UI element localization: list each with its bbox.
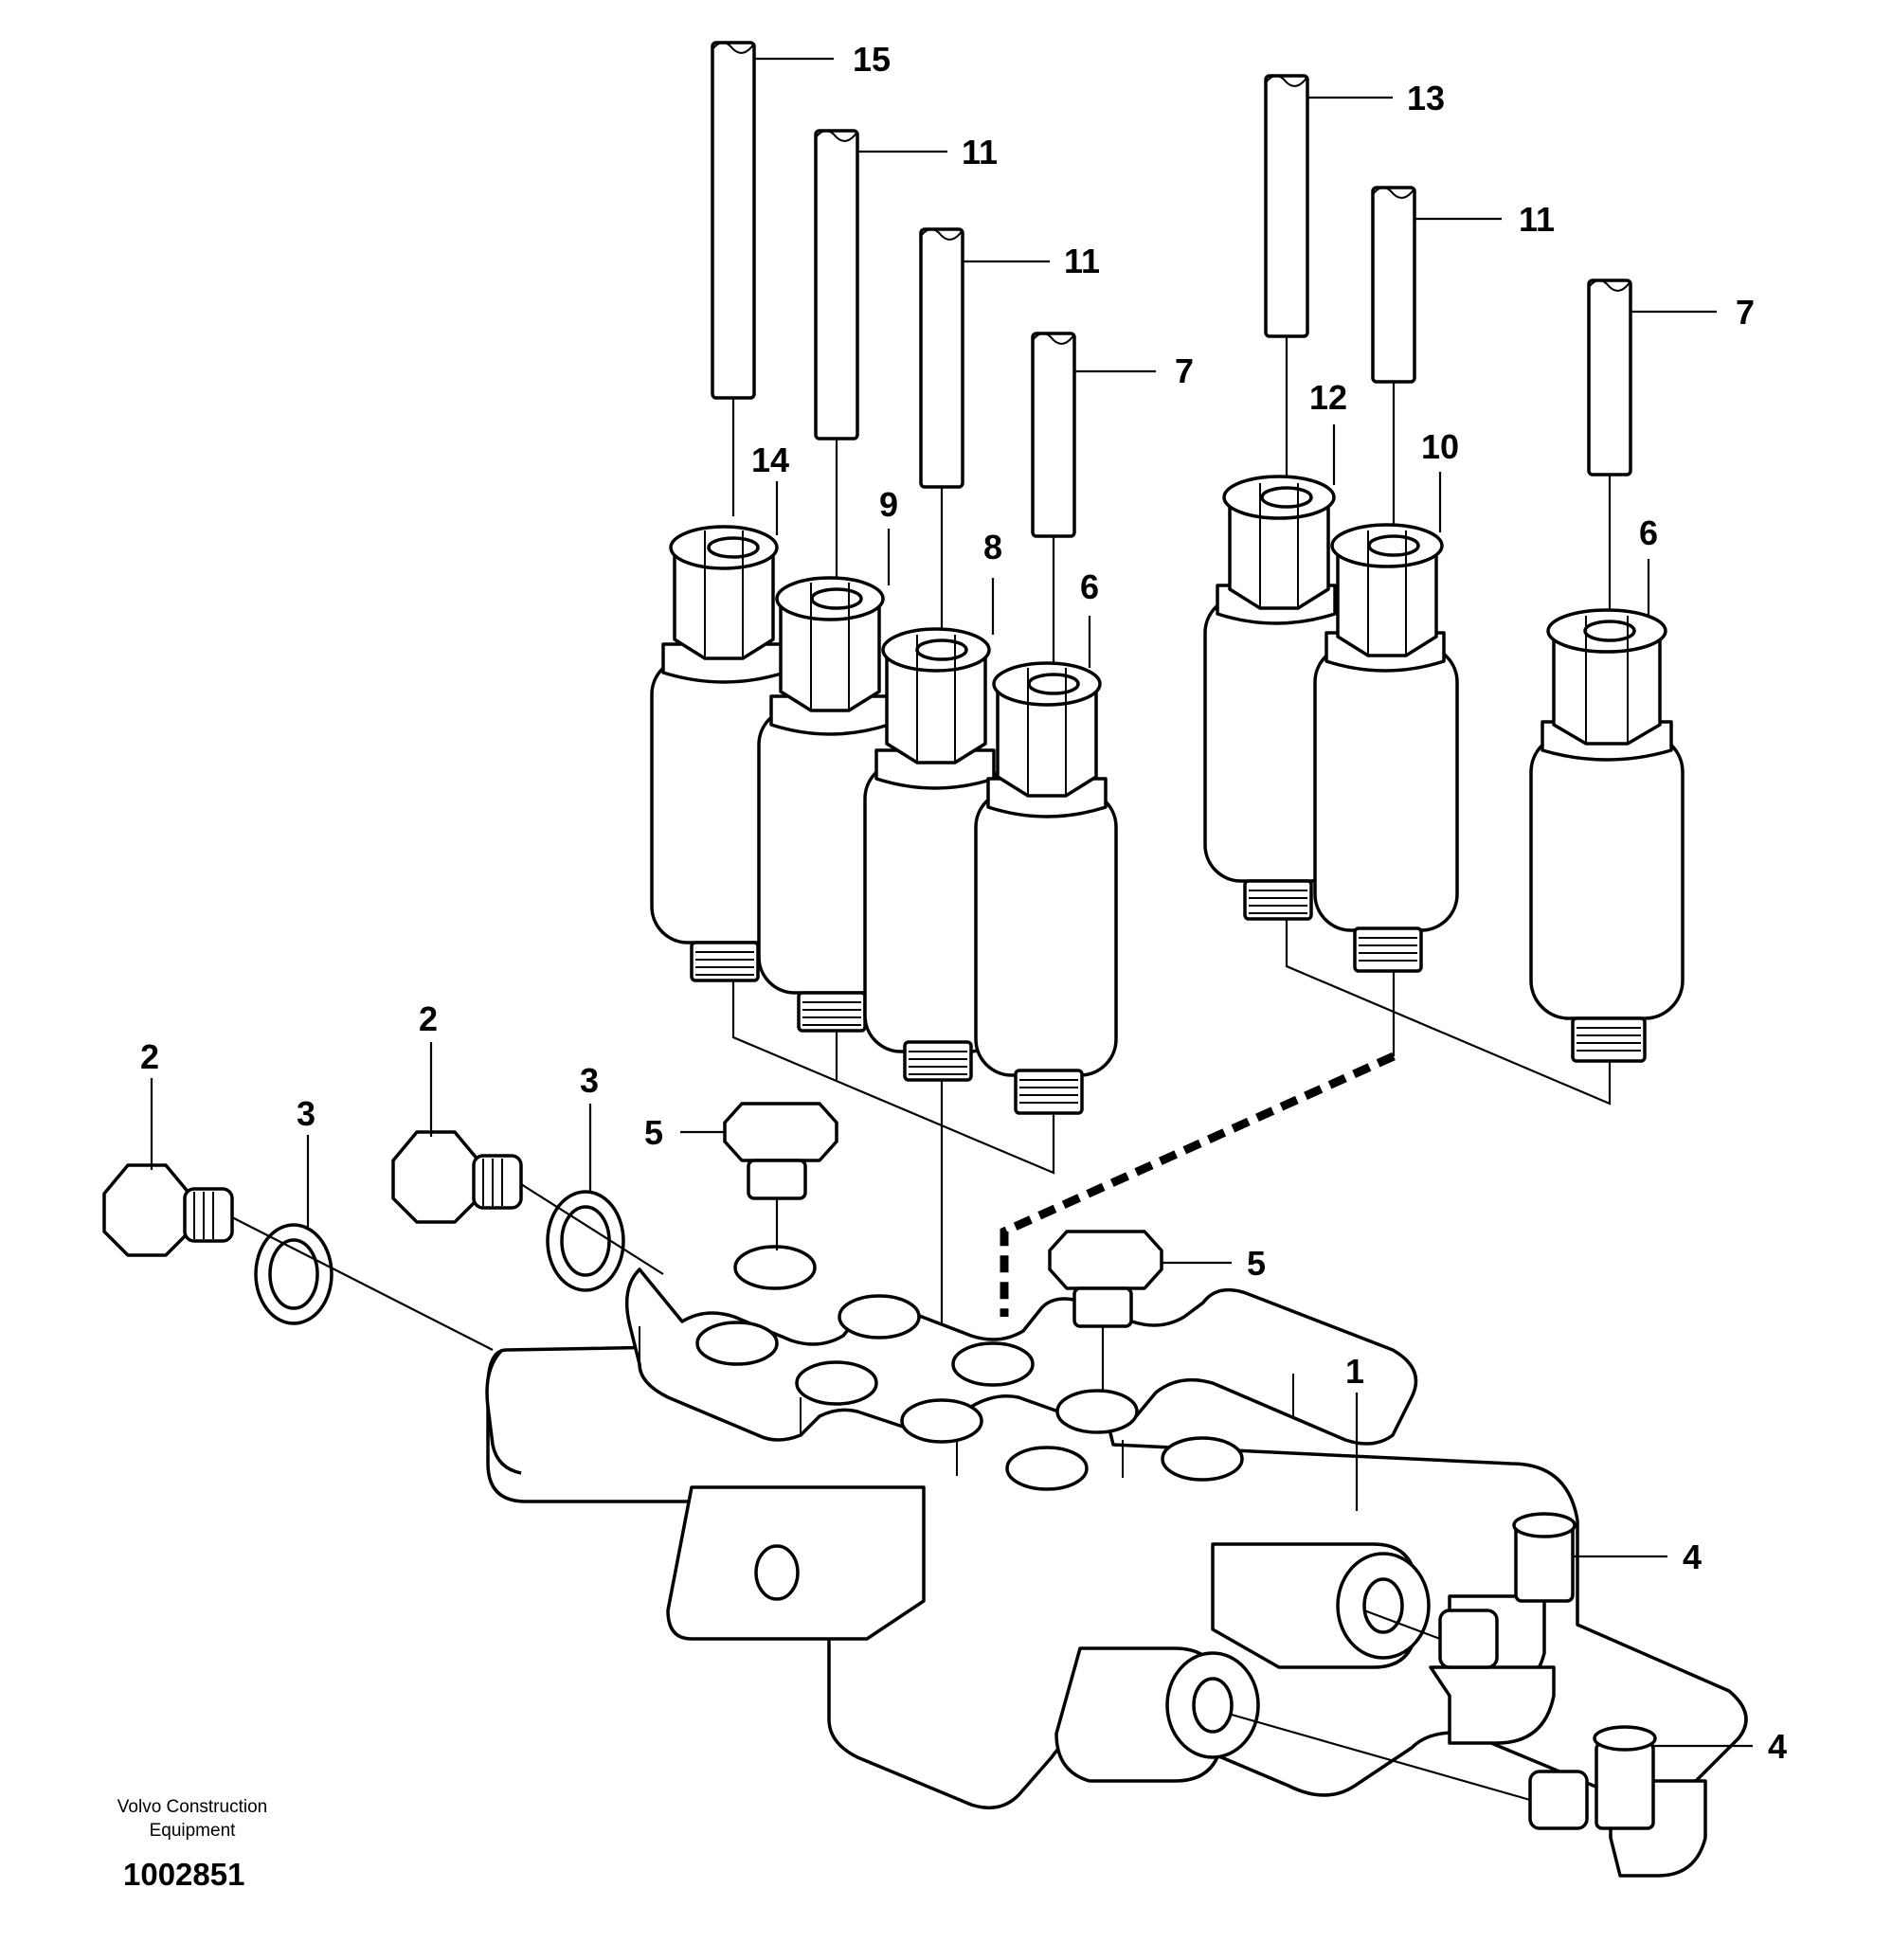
callout-9: 9 — [879, 485, 898, 524]
brand-line-1: Volvo Construction — [117, 1797, 267, 1817]
callout-5-a: 5 — [644, 1113, 663, 1152]
callout-14: 14 — [751, 441, 789, 479]
manifold-block-1 — [485, 1245, 1748, 1810]
callout-11-c: 11 — [1519, 200, 1555, 239]
callout-3-b: 3 — [580, 1061, 599, 1100]
tube-7-a — [1031, 332, 1156, 682]
valve-6-a — [974, 661, 1118, 1115]
callout-11-b: 11 — [1064, 242, 1100, 280]
callout-6-b: 6 — [1639, 513, 1658, 552]
callout-4-b: 4 — [1768, 1727, 1787, 1766]
callout-2-b: 2 — [419, 999, 438, 1038]
callout-12: 12 — [1309, 378, 1347, 417]
document-number: 1002851 — [123, 1857, 244, 1892]
tube-15 — [711, 41, 834, 516]
group-bracket-right — [1000, 919, 1612, 1317]
washer-3-a — [254, 1223, 333, 1325]
callout-7-a: 7 — [1175, 351, 1194, 390]
callout-4-a: 4 — [1683, 1537, 1702, 1576]
callout-3-a: 3 — [297, 1094, 315, 1133]
valve-6-b — [1529, 608, 1685, 1063]
tube-11-a — [814, 129, 947, 592]
plug-5-a — [723, 1102, 838, 1250]
plug-2-a — [102, 1163, 234, 1257]
tube-11-b — [919, 227, 1050, 644]
washer-3-b — [546, 1190, 625, 1292]
callout-13: 13 — [1407, 79, 1445, 117]
callout-8: 8 — [983, 528, 1002, 566]
callout-15: 15 — [853, 40, 891, 79]
callout-11-a: 11 — [962, 133, 998, 171]
plug-2-b — [391, 1130, 523, 1224]
callout-leaders — [150, 424, 1753, 1748]
brand-line-2: Equipment — [150, 1821, 237, 1841]
callout-6-a: 6 — [1080, 567, 1099, 606]
tube-11-c — [1371, 186, 1502, 545]
tube-7-b — [1587, 279, 1717, 630]
callout-5-b: 5 — [1247, 1244, 1266, 1283]
plug-5-b — [1048, 1230, 1163, 1393]
valve-10 — [1313, 523, 1459, 973]
callout-10: 10 — [1421, 427, 1459, 466]
callout-1: 1 — [1345, 1352, 1364, 1391]
valve-8 — [863, 627, 1007, 1082]
elbow-fitting-4-a — [1363, 1512, 1577, 1745]
callout-7-b: 7 — [1736, 293, 1755, 332]
plug-lead-lines — [231, 1183, 664, 1351]
callout-2-a: 2 — [140, 1037, 159, 1076]
elbow-fitting-4-b — [1231, 1713, 1707, 1878]
valve-12 — [1203, 475, 1349, 921]
tube-13 — [1264, 74, 1393, 497]
